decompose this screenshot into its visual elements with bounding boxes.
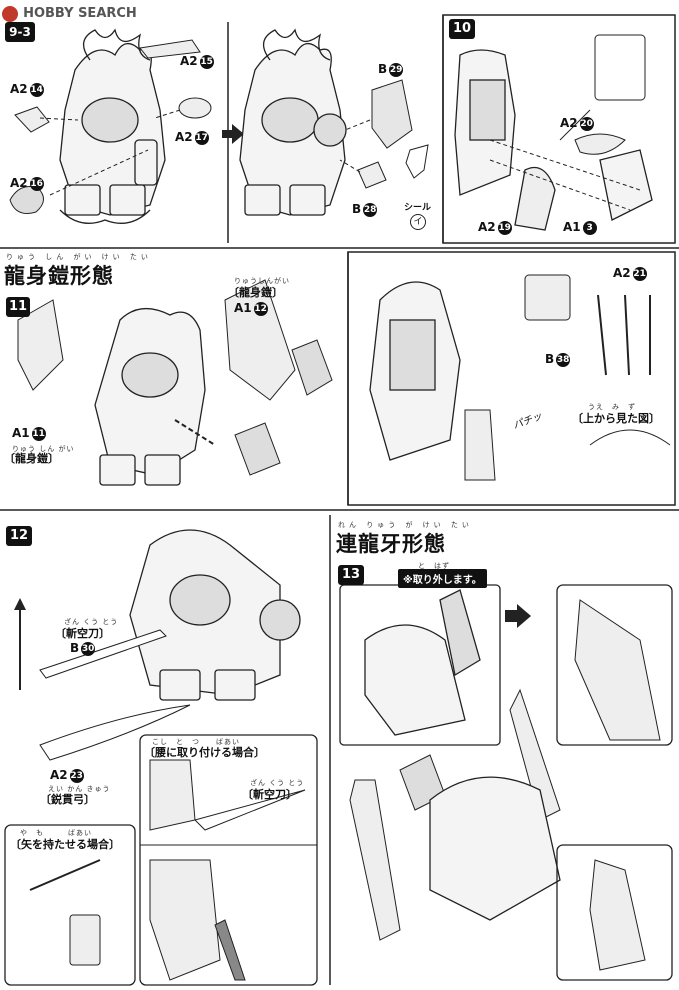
robot-figure-9-3-right [239, 28, 347, 216]
arrow-case-label: 〔矢を持たせる場合〕 [10, 838, 120, 851]
step-badge-11: 11 [6, 297, 30, 317]
seal-mark: イ [410, 214, 426, 230]
logo-text: HOBBY SEARCH [23, 6, 137, 21]
waist-blade-ruby: ざん くう とう [250, 779, 305, 787]
bow-name: 〔鋭貫弓〕 [40, 793, 95, 806]
waist-case-ruby: こし と つ ばあい [152, 738, 240, 746]
robot-figure-11-right [369, 281, 461, 461]
arrow-case-ruby: や も ばあい [20, 829, 92, 837]
blade-ruby: ざん くう とう [64, 618, 119, 626]
step-badge-10: 10 [449, 19, 475, 39]
robot-figure-13-top [364, 589, 481, 736]
robot-figure-9-3-left [59, 28, 166, 224]
step-badge-12: 12 [6, 526, 32, 546]
name-label-top: 〔龍身鎧〕 [228, 286, 283, 299]
section-title-ruby-13: れん りゅう が けい たい [338, 521, 473, 529]
note-ruby: と はず [418, 562, 450, 570]
seal-label: シール [404, 203, 432, 213]
section-title-13: 連龍牙形態 [336, 532, 446, 556]
robot-figure-10 [454, 49, 653, 231]
name-label-bottom: 〔龍身鎧〕 [4, 452, 59, 465]
logo-icon [2, 5, 18, 22]
view-from-top-label: 〔上から見た図〕 [572, 412, 660, 425]
removal-note: ※取り外します。 [398, 569, 487, 588]
watermark-logo: HOBBY SEARCH [2, 3, 137, 22]
name-top-ruby: りゅうしんがい [234, 277, 290, 285]
section-title-11: 龍身鎧形態 [4, 264, 114, 288]
robot-figure-11-left [94, 308, 206, 486]
name-bottom-ruby: りゅう しん がい [12, 445, 75, 453]
view-from-top-ruby: うえ み ず [588, 403, 636, 411]
robot-figure-13-bottom [429, 776, 561, 921]
step-badge-13: 13 [338, 565, 364, 585]
waist-case-label: 〔腰に取り付ける場合〕 [144, 746, 265, 759]
robot-figure-12 [129, 529, 301, 701]
waist-blade-name: 〔斬空刀〕 [242, 788, 297, 801]
step-badge-9-3: 9-3 [5, 22, 35, 42]
section-title-ruby-11: りゅう しん がい けい たい [6, 253, 152, 261]
bow-ruby: えい かん きゅう [48, 785, 111, 793]
blade-name: 〔斬空刀〕 [55, 627, 110, 640]
